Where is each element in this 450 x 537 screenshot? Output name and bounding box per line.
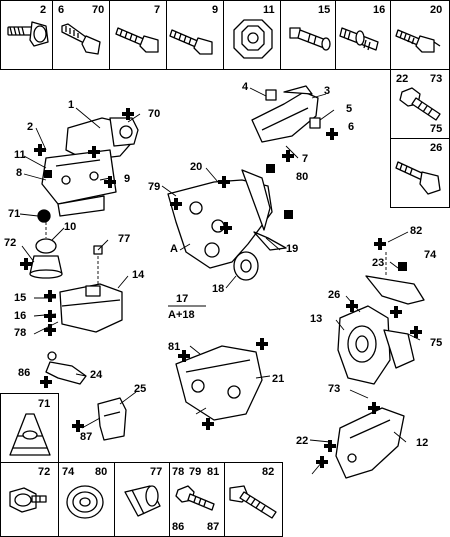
callout-19: 19 xyxy=(286,243,299,255)
callout-82: 82 xyxy=(410,225,423,237)
callout-87: 87 xyxy=(80,431,93,443)
callout-12: 12 xyxy=(416,437,429,449)
right-engine-mount-13 xyxy=(337,275,425,385)
part-number-6: 6 xyxy=(58,4,65,16)
callout-23: 23 xyxy=(372,257,385,269)
part-number-86: 86 xyxy=(172,521,185,533)
square-markers xyxy=(44,164,407,271)
callout-6: 6 xyxy=(348,121,355,133)
bolt-26-icon xyxy=(395,161,441,195)
bolt-7-icon xyxy=(115,27,159,53)
part-number-70: 70 xyxy=(92,4,105,16)
callout-1: 1 xyxy=(68,99,75,111)
part-number-78: 78 xyxy=(172,466,185,478)
nut-11-icon xyxy=(233,19,273,59)
callout-71: 71 xyxy=(8,208,21,220)
callout-14: 14 xyxy=(132,269,145,281)
callout-24: 24 xyxy=(90,369,103,381)
callout-20: 20 xyxy=(190,161,203,173)
part-number-22: 22 xyxy=(396,73,409,85)
callout-73: 73 xyxy=(328,383,341,395)
part-number-71: 71 xyxy=(38,398,51,410)
bolt-20-icon xyxy=(395,29,441,53)
part-number-7: 7 xyxy=(154,4,161,16)
callout-21: 21 xyxy=(272,373,285,385)
part-number-16: 16 xyxy=(373,4,386,16)
part-number-20: 20 xyxy=(430,4,443,16)
callout-A-plus-18: A+18 xyxy=(168,309,195,321)
top-right-bracket-3 xyxy=(251,85,321,143)
part-number-77: 77 xyxy=(150,466,163,478)
callout-75: 75 xyxy=(430,337,443,349)
part-number-82: 82 xyxy=(262,466,275,478)
callout-10: 10 xyxy=(64,221,77,233)
stud-16-icon xyxy=(339,27,379,51)
callout-9: 9 xyxy=(124,173,131,185)
callout-4: 4 xyxy=(242,81,249,93)
callout-3: 3 xyxy=(324,85,331,97)
part-number-15: 15 xyxy=(318,4,331,16)
right-bracket-12 xyxy=(335,407,405,479)
callout-22: 22 xyxy=(296,435,309,447)
callout-72: 72 xyxy=(4,237,17,249)
part-number-9: 9 xyxy=(212,4,219,16)
part-number-74: 74 xyxy=(62,466,75,478)
callout-80: 80 xyxy=(296,171,309,183)
callout-13: 13 xyxy=(310,313,323,325)
callout-7: 7 xyxy=(302,153,309,165)
callout-16: 16 xyxy=(14,310,27,322)
callout-74: 74 xyxy=(424,249,437,261)
part-number-79: 79 xyxy=(189,466,202,478)
part-number-80: 80 xyxy=(95,466,108,478)
callout-2: 2 xyxy=(27,121,34,133)
alignment-lines xyxy=(45,222,387,284)
callout-25: 25 xyxy=(134,383,147,395)
part-number-72: 72 xyxy=(38,466,51,478)
washer-74-80-icon xyxy=(66,485,104,519)
bolt-6-70-icon xyxy=(61,23,101,55)
rubber-cone-71-icon xyxy=(9,413,51,456)
bolt-78-87-icon xyxy=(175,485,215,511)
callout-79: 79 xyxy=(148,181,161,193)
part-number-87: 87 xyxy=(207,521,220,533)
part-number-73: 73 xyxy=(430,73,443,85)
bolt-9-icon xyxy=(169,29,213,55)
part-number-75: 75 xyxy=(430,123,443,135)
center-bracket-assembly xyxy=(167,169,287,281)
part-number-26: 26 xyxy=(430,142,443,154)
callout-5: 5 xyxy=(346,103,353,115)
fastener-markers xyxy=(20,108,422,468)
part-number-81: 81 xyxy=(207,466,220,478)
callout-81: 81 xyxy=(168,341,181,353)
callout-A: A xyxy=(170,243,178,255)
bolt-22-73-75-icon xyxy=(399,87,441,121)
bolt-82-icon xyxy=(229,485,277,519)
engine-mount-assembly-left xyxy=(29,117,139,441)
callout-15: 15 xyxy=(14,292,27,304)
part-number-11: 11 xyxy=(263,4,275,16)
stud-15-icon xyxy=(289,27,331,51)
bushing-77-icon xyxy=(124,485,161,517)
lower-bracket-21 xyxy=(175,345,263,421)
callout-11: 11 xyxy=(14,149,26,161)
callout-78: 78 xyxy=(14,327,27,339)
bolt-2-icon xyxy=(7,21,49,47)
callout-86: 86 xyxy=(18,367,31,379)
bolt-72-icon xyxy=(9,487,47,513)
callout-77: 77 xyxy=(118,233,131,245)
leader-lines xyxy=(19,87,421,475)
callout-8: 8 xyxy=(16,167,23,179)
callout-17: 17 xyxy=(176,293,189,305)
callout-18: 18 xyxy=(212,283,225,295)
callout-26: 26 xyxy=(328,289,341,301)
part-number-2: 2 xyxy=(40,4,47,16)
callout-70: 70 xyxy=(148,108,161,120)
